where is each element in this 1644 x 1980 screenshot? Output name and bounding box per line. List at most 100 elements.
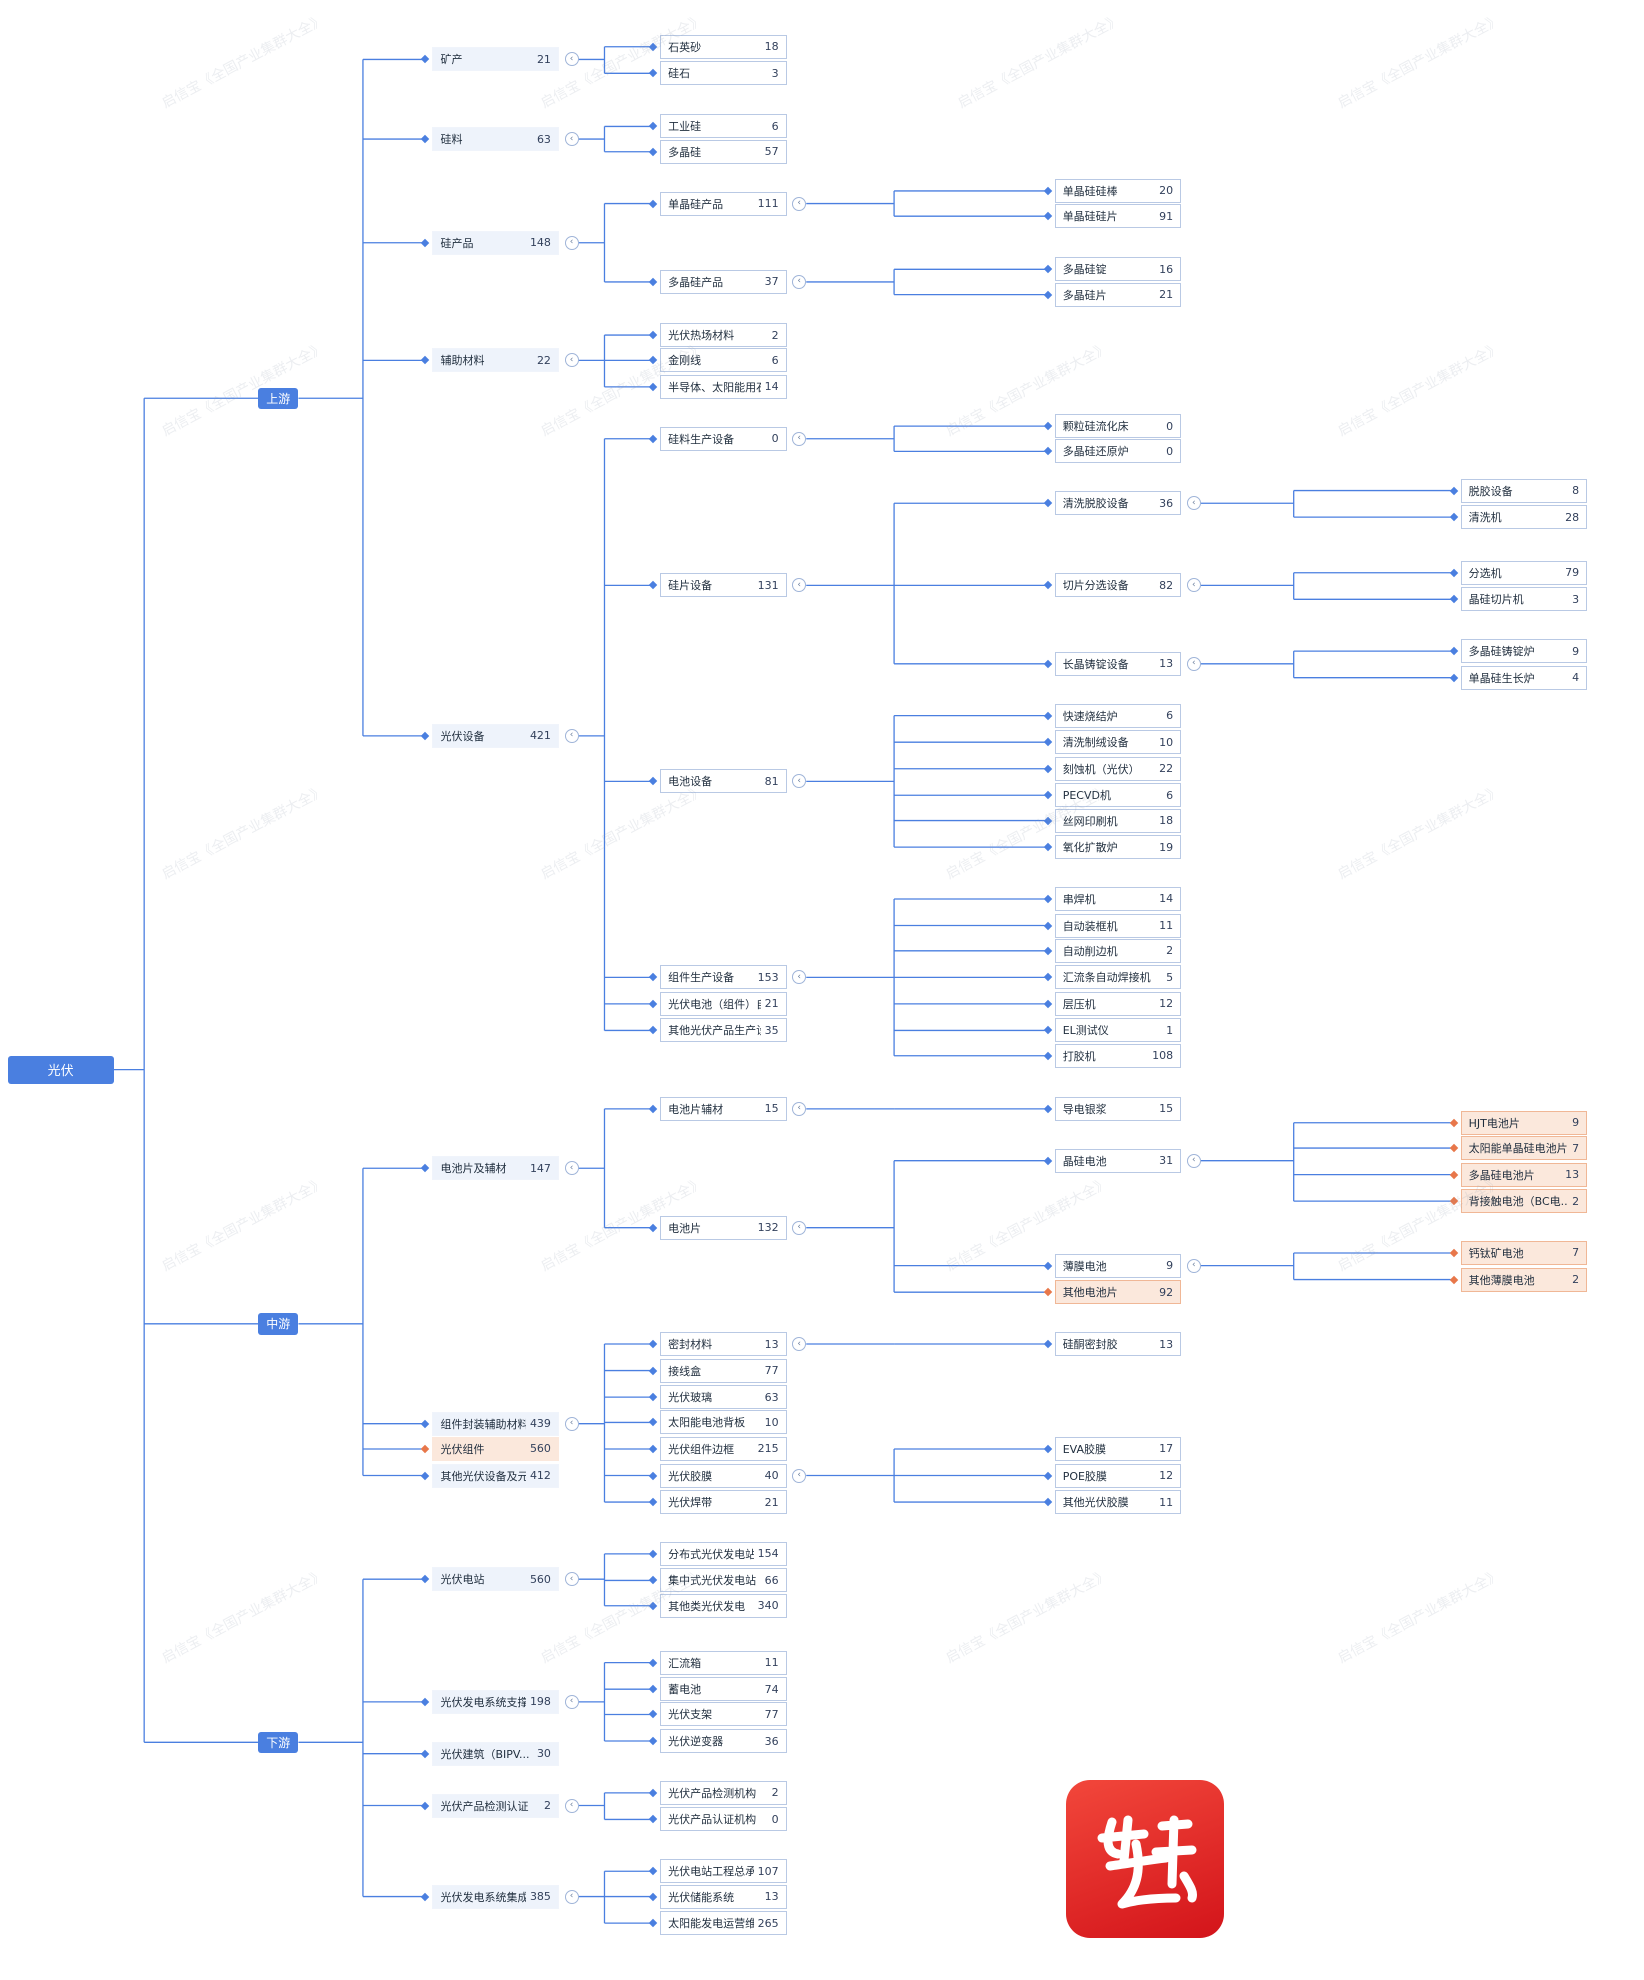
collapse-toggle-icon[interactable]: ‹ <box>792 196 807 211</box>
collapse-toggle-icon[interactable]: ‹ <box>564 728 579 743</box>
collapse-toggle-icon[interactable]: ‹ <box>1186 1258 1201 1273</box>
node-光伏电站工程总承-[interactable]: 光伏电站工程总承...107 <box>660 1859 787 1884</box>
collapse-toggle-icon[interactable]: ‹ <box>564 132 579 147</box>
stage-中游[interactable]: 中游 <box>257 1313 299 1335</box>
collapse-toggle-icon[interactable]: ‹ <box>792 970 807 985</box>
collapse-toggle-icon[interactable]: ‹ <box>564 1798 579 1813</box>
collapse-toggle-icon[interactable]: ‹ <box>564 1416 579 1431</box>
node-太阳能发电运营维-[interactable]: 太阳能发电运营维...265 <box>660 1911 787 1936</box>
node-光伏建筑-BIPV-[interactable]: 光伏建筑（BIPV...30 <box>432 1741 559 1766</box>
collapse-toggle-icon[interactable]: ‹ <box>1186 496 1201 511</box>
node-其他光伏设备及元-[interactable]: 其他光伏设备及元...412 <box>432 1463 559 1488</box>
stage-上游[interactable]: 上游 <box>257 387 299 409</box>
collapse-toggle-icon[interactable]: ‹ <box>792 431 807 446</box>
collapse-toggle-icon[interactable]: ‹ <box>564 353 579 368</box>
collapse-toggle-icon[interactable]: ‹ <box>564 1572 579 1587</box>
collapse-toggle-icon[interactable]: ‹ <box>792 1220 807 1235</box>
collapse-toggle-icon[interactable]: ‹ <box>1186 1153 1201 1168</box>
collapse-toggle-icon[interactable]: ‹ <box>564 235 579 250</box>
node-半导体-太阳能用石-[interactable]: 半导体、太阳能用石...14 <box>660 374 787 399</box>
collapse-toggle-icon[interactable]: ‹ <box>1186 578 1201 593</box>
collapse-toggle-icon[interactable]: ‹ <box>792 1468 807 1483</box>
root-node[interactable]: 光伏 <box>7 1055 114 1084</box>
collapse-toggle-icon[interactable]: ‹ <box>792 1337 807 1352</box>
node-光伏发电系统支撑-[interactable]: 光伏发电系统支撑...198 <box>432 1689 559 1714</box>
collapse-toggle-icon[interactable]: ‹ <box>792 774 807 789</box>
collapse-toggle-icon[interactable]: ‹ <box>792 578 807 593</box>
collapse-toggle-icon[interactable]: ‹ <box>564 1889 579 1904</box>
collapse-toggle-icon[interactable]: ‹ <box>564 1694 579 1709</box>
node-刻蚀机-光伏-[interactable]: 刻蚀机（光伏）22 <box>1054 756 1182 781</box>
collapse-toggle-icon[interactable]: ‹ <box>792 1101 807 1116</box>
node-背接触电池-BC电-[interactable]: 背接触电池（BC电...2 <box>1460 1189 1588 1214</box>
node-光伏电池-组件-自-[interactable]: 光伏电池（组件）自...21 <box>660 991 787 1016</box>
